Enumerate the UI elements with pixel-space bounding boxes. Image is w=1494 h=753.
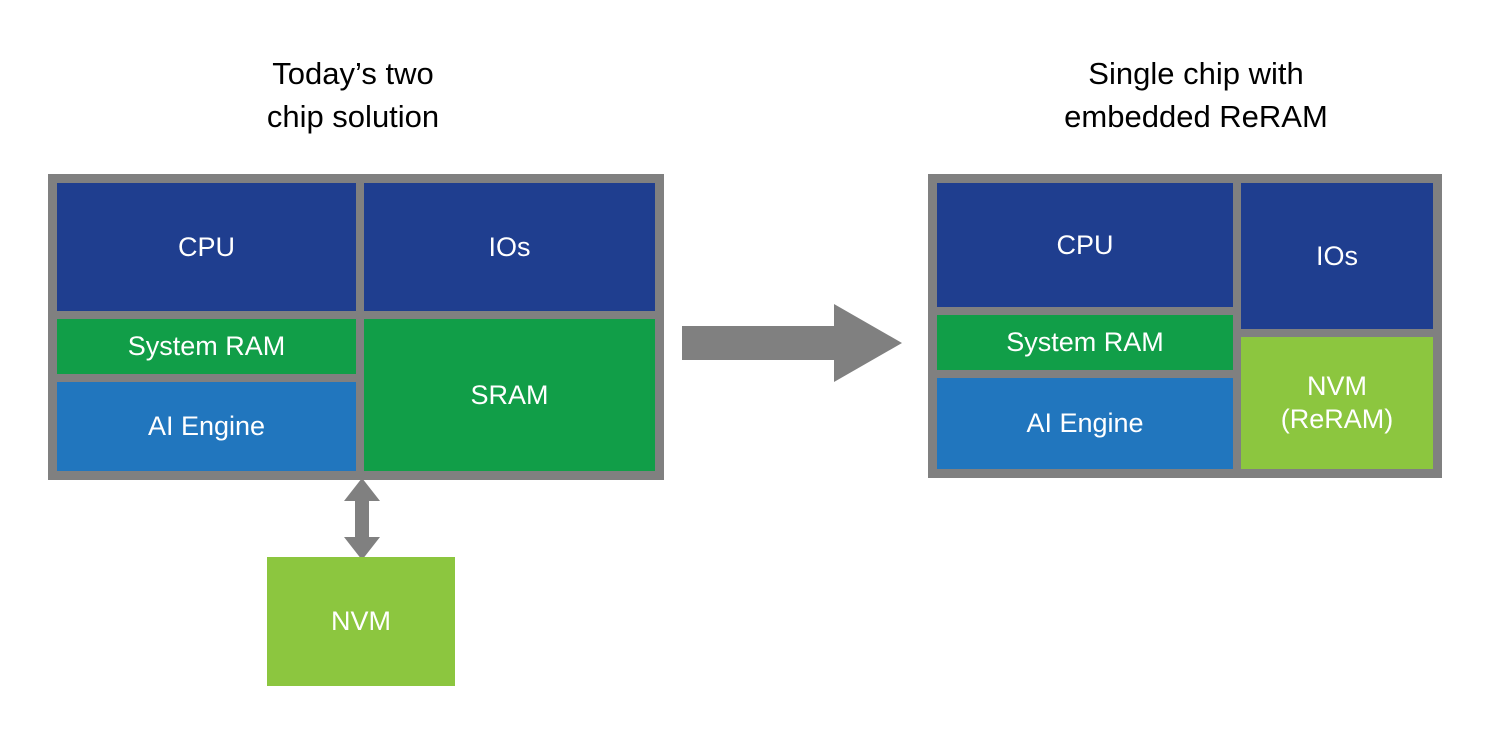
right-block-system-ram: System RAM [937, 315, 1233, 370]
right-chip-package: CPU System RAM AI Engine IOs NVM (ReRAM) [928, 174, 1442, 478]
left-block-cpu: CPU [57, 183, 356, 311]
right-block-ai-engine: AI Engine [937, 378, 1233, 469]
right-diagram-title: Single chip with embedded ReRAM [1064, 56, 1328, 134]
right-arrow-icon [682, 304, 902, 382]
double-headed-vertical-arrow-icon [344, 478, 380, 560]
right-block-nvm-reram: NVM (ReRAM) [1241, 337, 1433, 469]
right-block-ios: IOs [1241, 183, 1433, 329]
left-chip-package: CPU IOs System RAM AI Engine SRAM [48, 174, 664, 480]
left-external-nvm-block: NVM [267, 557, 455, 686]
left-diagram-title: Today’s two chip solution [266, 56, 440, 134]
right-block-cpu: CPU [937, 183, 1233, 307]
left-block-sram: SRAM [364, 319, 655, 471]
left-block-system-ram: System RAM [57, 319, 356, 374]
left-block-ios: IOs [364, 183, 655, 311]
left-block-ai-engine: AI Engine [57, 382, 356, 471]
